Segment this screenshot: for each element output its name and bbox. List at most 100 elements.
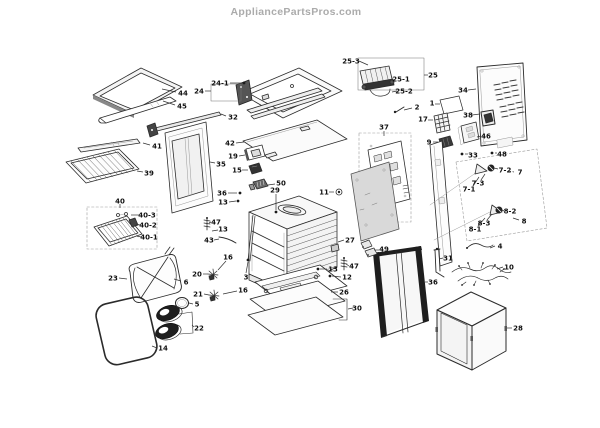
callout-8-1: 8-1 xyxy=(469,225,482,233)
callout-46: 46 xyxy=(481,132,491,140)
callout-6: 6 xyxy=(184,278,189,286)
callout-leader-8 xyxy=(512,217,520,221)
part-22-oven-lamps xyxy=(155,304,194,341)
callout-leader-25-1 xyxy=(387,78,394,81)
callout-leader-47 xyxy=(345,263,350,267)
callout-43: 43 xyxy=(204,236,214,244)
callout-17: 17 xyxy=(418,115,428,123)
part-34-back-panel xyxy=(476,62,528,149)
callout-leader-7-1 xyxy=(472,176,480,187)
callout-32: 32 xyxy=(228,113,238,121)
callout-25-3: 25-3 xyxy=(342,57,360,65)
callout-leader-12 xyxy=(331,275,342,278)
part-47-springs xyxy=(203,217,348,271)
part-10-wire-harness xyxy=(451,262,512,286)
callout-dot-24-1 xyxy=(242,81,246,85)
part-49-door-rollers xyxy=(360,239,378,258)
callout-13: 13 xyxy=(218,198,228,206)
part-24-top-frame xyxy=(210,67,343,120)
part-4-wire xyxy=(466,243,494,249)
part-21-igniter xyxy=(208,289,220,302)
callout-leader-43 xyxy=(213,238,220,241)
part-28-insulation-case xyxy=(435,291,507,371)
part-31-bracket xyxy=(433,247,445,278)
callout-leader-13 xyxy=(228,200,237,203)
part-38-cutout xyxy=(480,109,496,127)
part-3-trim xyxy=(247,214,256,262)
callout-leader-40-2 xyxy=(135,223,141,226)
callout-20: 20 xyxy=(192,270,202,278)
part-1-cover xyxy=(439,95,464,115)
callout-leader-3 xyxy=(245,261,249,274)
callout-47: 47 xyxy=(211,218,221,226)
callout-40-1: 40-1 xyxy=(140,233,158,241)
callout-leader-23 xyxy=(118,277,128,280)
callout-13: 13 xyxy=(218,225,228,233)
part-5-lamp-ring xyxy=(174,296,190,310)
callout-7-2: 7-2 xyxy=(499,166,512,174)
callout-dot-33 xyxy=(460,152,464,156)
callout-22: 22 xyxy=(194,324,204,332)
callout-dot-36 xyxy=(238,191,242,195)
callout-leader-32 xyxy=(220,113,227,117)
callout-leader-19 xyxy=(238,154,246,157)
part-14-door-gasket xyxy=(95,296,158,366)
part-43-rod xyxy=(218,236,237,244)
callout-48: 48 xyxy=(497,150,507,158)
part-17-vent-grille xyxy=(433,112,451,134)
callout-30: 30 xyxy=(352,304,362,312)
callout-2: 2 xyxy=(415,103,420,111)
callout-23: 23 xyxy=(108,274,118,282)
callout-42: 42 xyxy=(225,139,235,147)
callout-33: 33 xyxy=(468,151,478,159)
callout-leader-16 xyxy=(222,290,238,295)
callout-leader-8-2 xyxy=(501,209,505,212)
part-41-tube xyxy=(77,138,141,153)
callout-16: 16 xyxy=(223,253,233,261)
callout-24: 24 xyxy=(194,87,204,95)
part-39-oven-rack xyxy=(65,148,140,184)
part-20-igniter xyxy=(207,268,219,281)
callout-leader-46 xyxy=(476,135,482,138)
callout-44: 44 xyxy=(178,89,188,97)
part-40-rack-kit xyxy=(86,206,158,250)
part-32-support-bar xyxy=(146,111,222,138)
callout-16: 16 xyxy=(238,286,248,294)
callout-leader-8-1 xyxy=(477,217,486,227)
part-11-screw xyxy=(335,188,343,196)
callout-dot-29 xyxy=(274,210,278,214)
callout-19: 19 xyxy=(228,152,238,160)
callout-34: 34 xyxy=(458,86,468,94)
callout-7-1: 7-1 xyxy=(463,185,476,193)
callout-leader-7 xyxy=(508,170,515,173)
callout-29: 29 xyxy=(270,186,280,194)
callout-12: 12 xyxy=(342,273,352,281)
callout-leader-22 xyxy=(191,324,195,328)
callout-leader-42 xyxy=(235,141,245,144)
callout-dot-13 xyxy=(236,199,240,203)
callout-leader-45 xyxy=(162,100,176,106)
part-2-screw xyxy=(393,106,405,114)
callout-leader-40-1 xyxy=(136,235,142,238)
callout-10: 10 xyxy=(504,263,514,271)
part-26-30-bottom-panels xyxy=(247,264,348,336)
callout-leader-27 xyxy=(337,239,345,243)
callout-leader-34 xyxy=(467,88,477,91)
part-25-latch-module xyxy=(357,57,425,97)
callout-3: 3 xyxy=(244,273,249,281)
part-15-module xyxy=(248,162,263,175)
callout-15: 15 xyxy=(232,166,242,174)
callout-47: 47 xyxy=(349,262,359,270)
callout-8-2: 8-2 xyxy=(504,207,517,215)
callout-leader-50 xyxy=(267,183,276,186)
callout-layer: 44452424-13241394040-340-240-14235191536… xyxy=(108,57,526,352)
callout-7-3: 7-3 xyxy=(472,179,485,187)
part-8-fan-motor xyxy=(489,204,503,216)
callout-27: 27 xyxy=(345,236,355,244)
callout-40: 40 xyxy=(115,197,125,205)
part-19-bracket xyxy=(244,144,266,161)
diagram-line-art xyxy=(65,57,548,371)
part-right-side-panel xyxy=(429,140,453,267)
callout-31: 31 xyxy=(443,254,453,262)
